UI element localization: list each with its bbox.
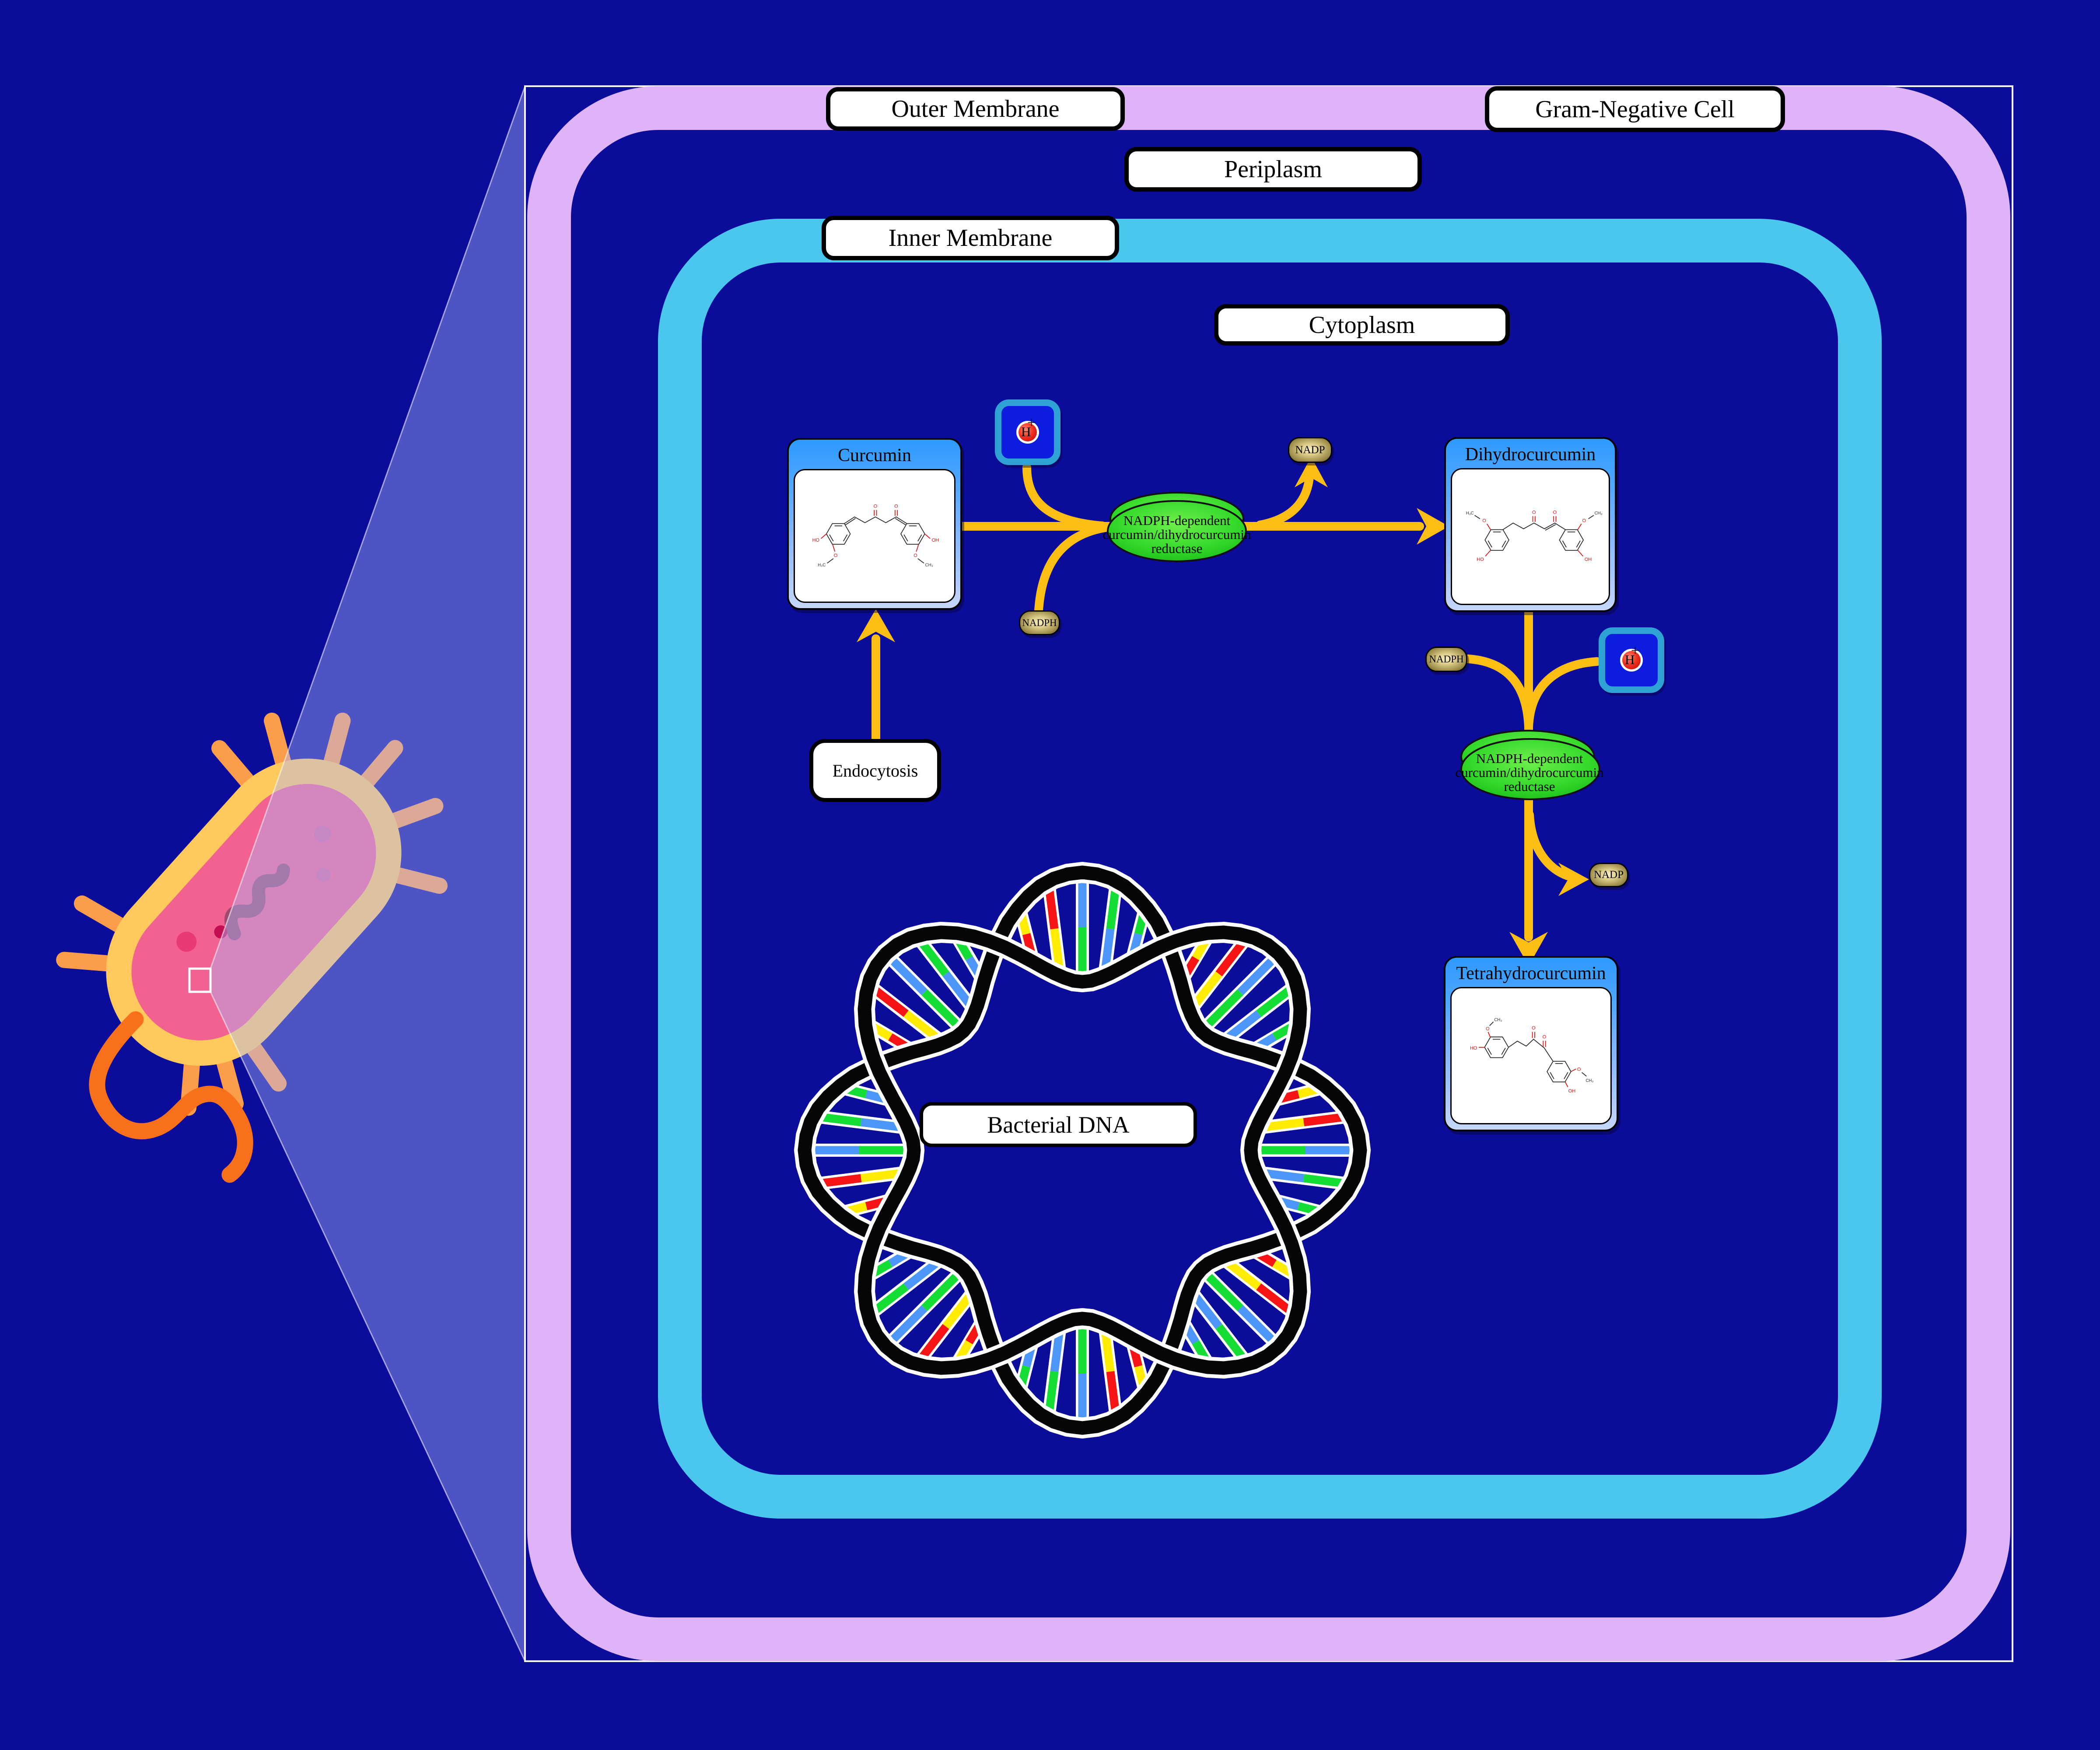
svg-text:O: O <box>1553 510 1557 515</box>
svg-text:O: O <box>1532 510 1536 515</box>
svg-text:OH: OH <box>1568 1088 1576 1094</box>
svg-text:O: O <box>1543 1035 1547 1040</box>
svg-text:H₃C: H₃C <box>818 563 826 567</box>
svg-text:reductase: reductase <box>1151 541 1202 556</box>
svg-text:curcumin/dihydrocurcumin: curcumin/dihydrocurcumin <box>1102 527 1251 542</box>
svg-text:H₃C: H₃C <box>1466 511 1474 516</box>
svg-text:HO: HO <box>1470 1046 1477 1051</box>
svg-text:CH₃: CH₃ <box>1494 1018 1502 1022</box>
svg-text:O: O <box>914 553 917 558</box>
svg-text:CH₃: CH₃ <box>925 563 933 567</box>
svg-text:O: O <box>1532 1026 1536 1031</box>
svg-text:O: O <box>894 504 898 509</box>
svg-text:HO: HO <box>812 538 819 543</box>
svg-text:O: O <box>874 504 878 509</box>
svg-text:NADPH-dependent: NADPH-dependent <box>1124 513 1231 528</box>
svg-text:O: O <box>1482 518 1486 524</box>
svg-text:O: O <box>1577 1067 1581 1072</box>
svg-text:O: O <box>1582 518 1586 524</box>
svg-text:OH: OH <box>1585 557 1592 562</box>
svg-text:O: O <box>1486 1026 1490 1032</box>
svg-text:CH₃: CH₃ <box>1586 1078 1593 1083</box>
svg-text:NADPH-dependent: NADPH-dependent <box>1476 751 1583 766</box>
svg-text:reductase: reductase <box>1504 779 1555 794</box>
svg-text:HO: HO <box>1477 557 1484 562</box>
svg-text:curcumin/dihydrocurcumin: curcumin/dihydrocurcumin <box>1455 765 1604 780</box>
svg-text:OH: OH <box>932 538 939 543</box>
svg-text:O: O <box>834 553 838 558</box>
svg-text:CH₃: CH₃ <box>1595 511 1603 516</box>
